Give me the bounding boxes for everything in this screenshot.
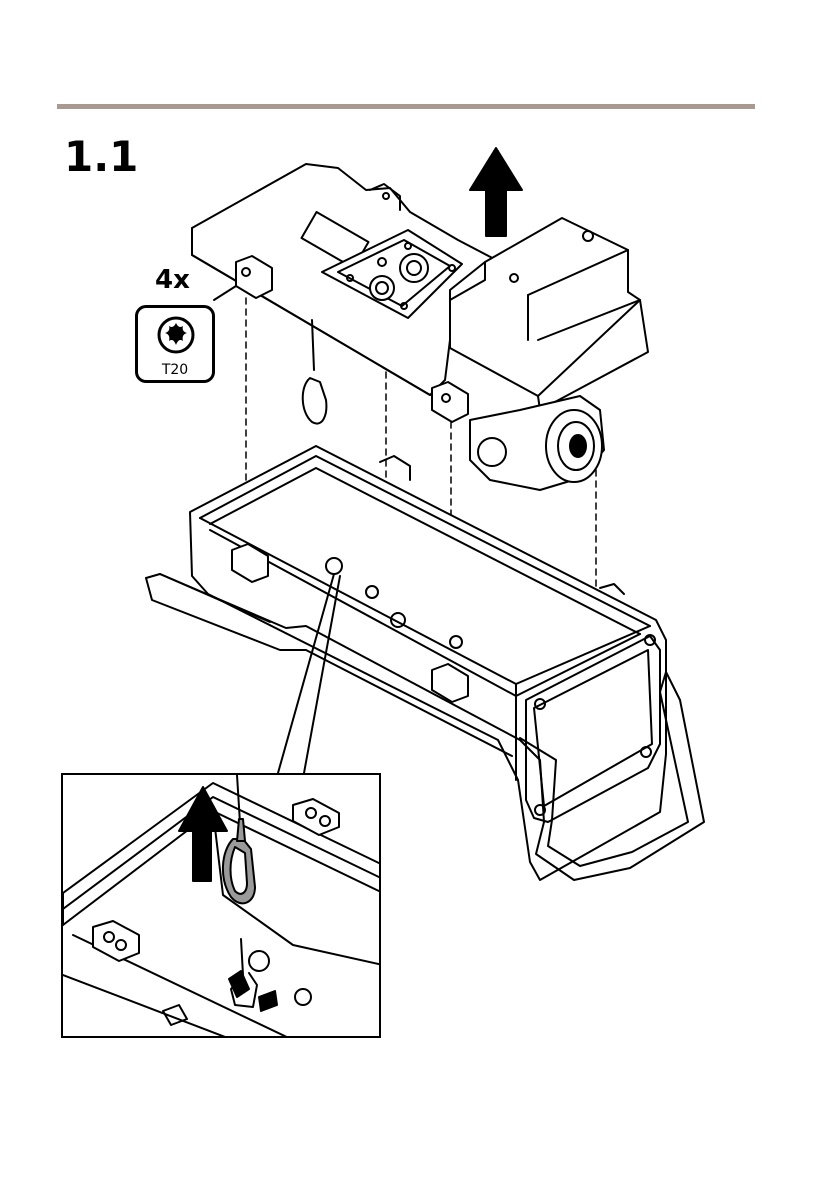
detail-illustration xyxy=(63,775,381,1038)
camera-housing xyxy=(450,218,640,396)
screw-boss xyxy=(432,382,468,422)
detail-inset xyxy=(61,773,381,1038)
arrow-up-icon xyxy=(470,148,522,236)
safety-carabiner xyxy=(303,378,327,424)
